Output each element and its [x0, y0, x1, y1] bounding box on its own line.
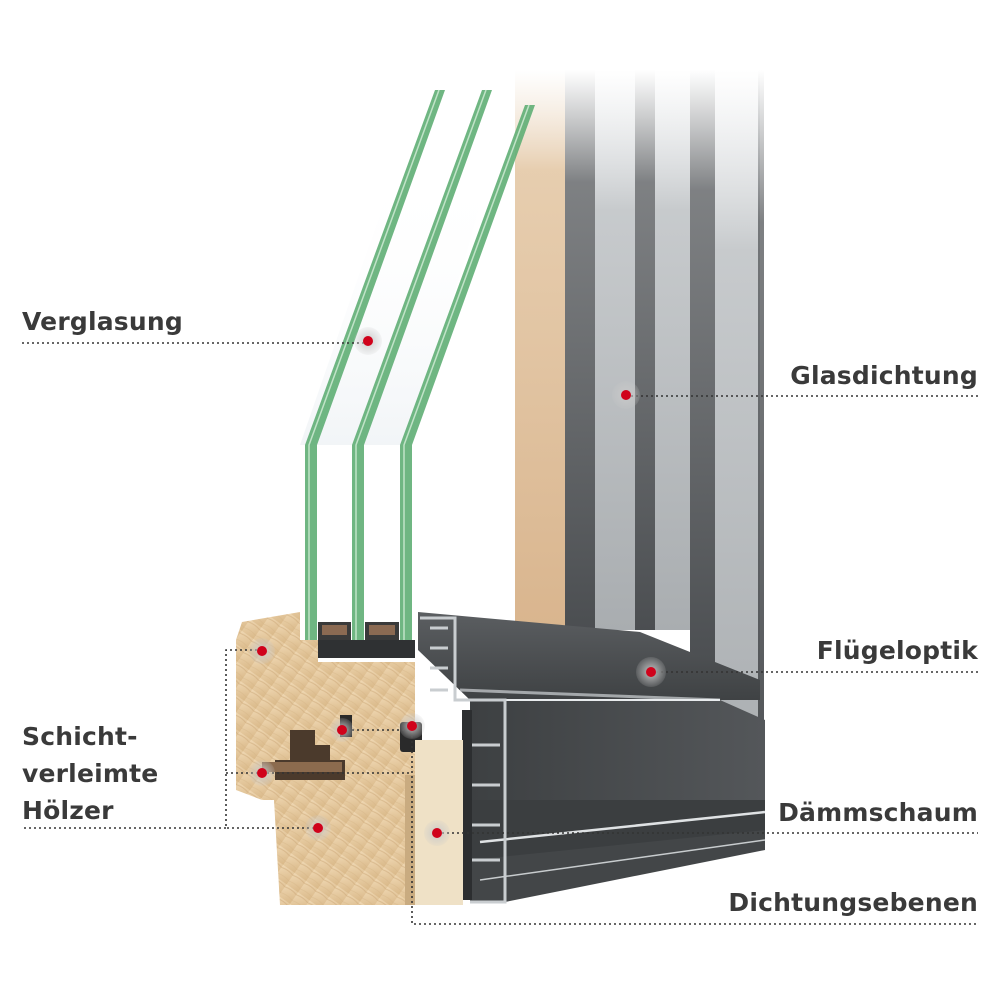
label-schicht-line-1: Schicht-: [22, 722, 138, 751]
label-daemmschaum: Dämmschaum: [778, 798, 978, 827]
marker-schicht-mid: [249, 760, 275, 786]
label-schicht-line-2: verleimte: [22, 759, 159, 788]
aluminium-cladding: [418, 612, 766, 904]
glazing: [300, 70, 535, 658]
label-glasdichtung: Glasdichtung: [790, 361, 978, 390]
wood-frame: [236, 612, 463, 905]
label-fluegeloptik: Flügeloptik: [816, 636, 978, 665]
label-dichtungsebenen: Dichtungsebenen: [728, 888, 978, 917]
marker-glasdichtung: [612, 381, 640, 409]
label-schicht-line-3: Hölzer: [22, 796, 114, 825]
markers: [249, 327, 666, 846]
marker-dichtung-1: [330, 718, 354, 742]
label-verglasung: Verglasung: [22, 307, 183, 336]
marker-fluegeloptik: [636, 657, 666, 687]
marker-schicht-bottom: [305, 815, 331, 841]
marker-schicht-top: [249, 638, 275, 664]
marker-verglasung: [354, 327, 382, 355]
marker-dichtung-2: [399, 713, 425, 739]
marker-daemmschaum: [424, 820, 450, 846]
label-schichtverleimte-hoelzer: Schicht- verleimte Hölzer: [22, 718, 158, 829]
